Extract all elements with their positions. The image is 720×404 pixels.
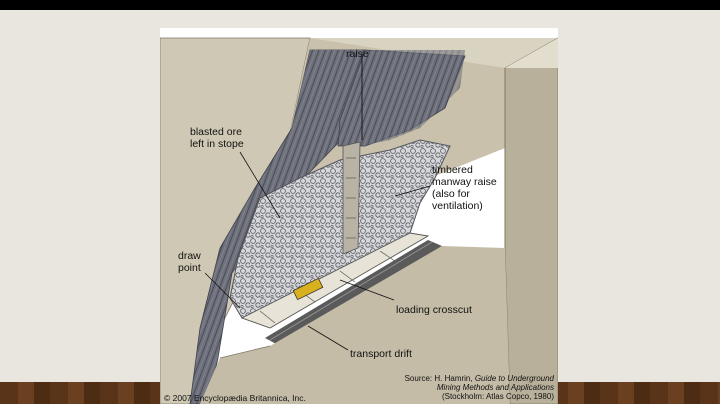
stope-diagram: raise blasted ore left in stope timbered… [160,28,558,404]
source-credit: Source: H. Hamrin, Guide to Underground … [340,374,554,401]
label-draw-point-line2: point [178,262,201,274]
label-timbered: timbered manway raise (also for ventilat… [432,164,497,212]
rock-block-right-face [505,38,558,404]
source-prefix: Source: H. Hamrin, [405,374,475,383]
label-draw-point-line1: draw [178,250,201,262]
label-blasted-ore: blasted ore left in stope [190,126,244,150]
copyright-notice: © 2007 Encyclopædia Britannica, Inc. [164,394,306,403]
label-transport-drift: transport drift [350,348,412,360]
source-publisher: (Stockholm: Atlas Copco, 1980) [340,392,554,401]
source-title1: Guide to Underground [475,374,554,383]
label-timbered-line2: manway raise [432,176,497,188]
label-timbered-line1: timbered [432,164,497,176]
label-timbered-line3: (also for [432,188,497,200]
label-blasted-ore-line2: left in stope [190,138,244,150]
source-title2: Mining Methods and Applications [437,383,554,392]
label-draw-point: draw point [178,250,201,274]
label-loading-crosscut: loading crosscut [396,304,472,316]
label-timbered-line4: ventilation) [432,200,497,212]
label-blasted-ore-line1: blasted ore [190,126,244,138]
label-raise: raise [346,48,369,60]
slide-background: raise blasted ore left in stope timbered… [0,10,720,404]
